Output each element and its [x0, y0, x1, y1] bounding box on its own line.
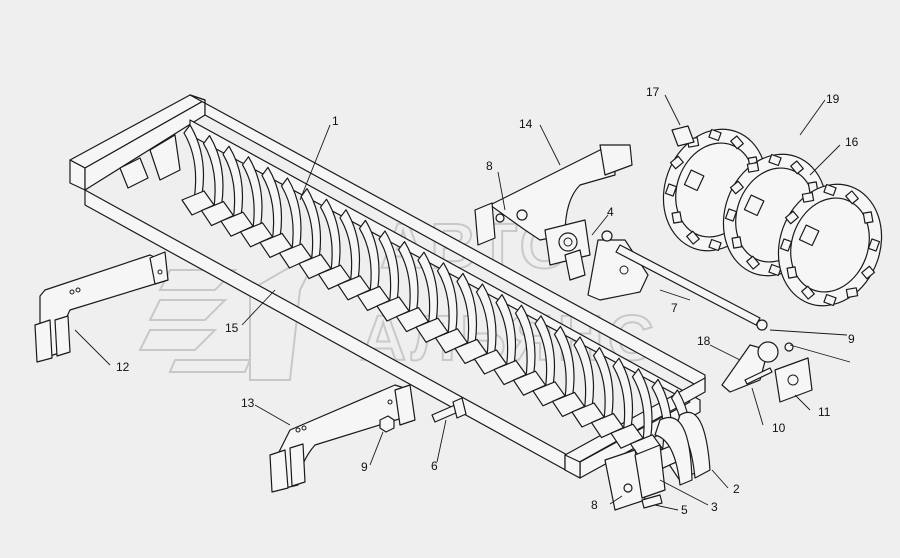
- rear-bracket: [604, 411, 711, 511]
- roller-tooth: [664, 183, 678, 197]
- pin-10: [744, 367, 773, 385]
- bolt-6-assembly: [379, 397, 467, 433]
- callout-7: 7: [671, 301, 678, 315]
- callout-4: 4: [607, 205, 614, 219]
- roller-tooth: [779, 238, 793, 252]
- callout-19: 19: [826, 92, 840, 106]
- roller-tooth: [671, 211, 683, 224]
- roller-tooth: [729, 180, 744, 195]
- roller-spacer: [683, 169, 705, 192]
- bolt-8-lower: [623, 483, 633, 493]
- roller-tooth: [746, 161, 760, 173]
- roller-tooth: [768, 263, 782, 277]
- roller-tooth: [669, 155, 684, 170]
- callout-12: 12: [116, 360, 130, 374]
- roller-tooth: [686, 230, 700, 245]
- roller-tooth: [724, 208, 738, 222]
- callout-9-right: 9: [848, 332, 855, 346]
- roller-tooth: [823, 183, 837, 197]
- roller-tooth: [845, 190, 859, 205]
- roller-tooth: [867, 238, 881, 252]
- roller-tooth: [801, 285, 815, 300]
- bearing-8-upper: [516, 209, 528, 221]
- bearing-housing: [544, 219, 591, 281]
- roller-tooth: [786, 266, 798, 279]
- left-mount-bracket: [34, 251, 169, 363]
- callout-17: 17: [646, 85, 660, 99]
- roller-tooth: [845, 287, 859, 299]
- roller-tooth: [730, 135, 744, 150]
- roller-tooth: [784, 210, 799, 225]
- roller-tooth: [862, 211, 874, 224]
- callout-10: 10: [772, 421, 786, 435]
- callout-16: 16: [845, 135, 859, 149]
- right-end-plate: [721, 341, 813, 403]
- callout-3: 3: [711, 500, 718, 514]
- callout-11: 11: [818, 405, 831, 419]
- roller-tooth: [768, 153, 782, 167]
- roller-tooth: [746, 255, 760, 270]
- roller-tooth: [823, 293, 837, 307]
- callout-18: 18: [697, 334, 711, 348]
- side-plate-4: [587, 230, 649, 301]
- shaft-7: [615, 244, 768, 331]
- callout-labels: 1 2 3 4 5 6 7 8 8 9 9 10 11 12 13 14 15 …: [116, 85, 859, 517]
- roller-spacer: [743, 194, 765, 217]
- callout-6: 6: [431, 459, 438, 473]
- roller-inner-ring: [790, 197, 870, 293]
- callout-1: 1: [332, 114, 339, 128]
- spacer-17: [671, 125, 695, 147]
- front-mount-bracket: [269, 384, 416, 493]
- roller-assembly: [662, 125, 883, 307]
- roller-tooth: [708, 128, 722, 142]
- upper-bracket: [474, 144, 633, 246]
- callout-15: 15: [225, 321, 239, 335]
- callout-9-front: 9: [361, 460, 368, 474]
- roller-tooth: [790, 160, 804, 175]
- bolt-5: [641, 494, 663, 509]
- callout-8-upper: 8: [486, 159, 493, 173]
- callout-5: 5: [681, 503, 688, 517]
- callout-8-lower: 8: [591, 498, 598, 512]
- callout-13: 13: [241, 396, 255, 410]
- leader-lines: [74, 94, 851, 511]
- flange-11: [774, 357, 813, 403]
- roller-tooth: [731, 236, 743, 249]
- roller-tooth: [708, 238, 722, 252]
- roller-tooth: [801, 191, 815, 203]
- roller-tooth: [861, 265, 876, 280]
- roller-spacer: [798, 224, 820, 247]
- nut-9-shaft: [756, 319, 768, 331]
- callout-14: 14: [519, 117, 533, 131]
- callout-2: 2: [733, 482, 740, 496]
- nut-9-front: [379, 415, 395, 433]
